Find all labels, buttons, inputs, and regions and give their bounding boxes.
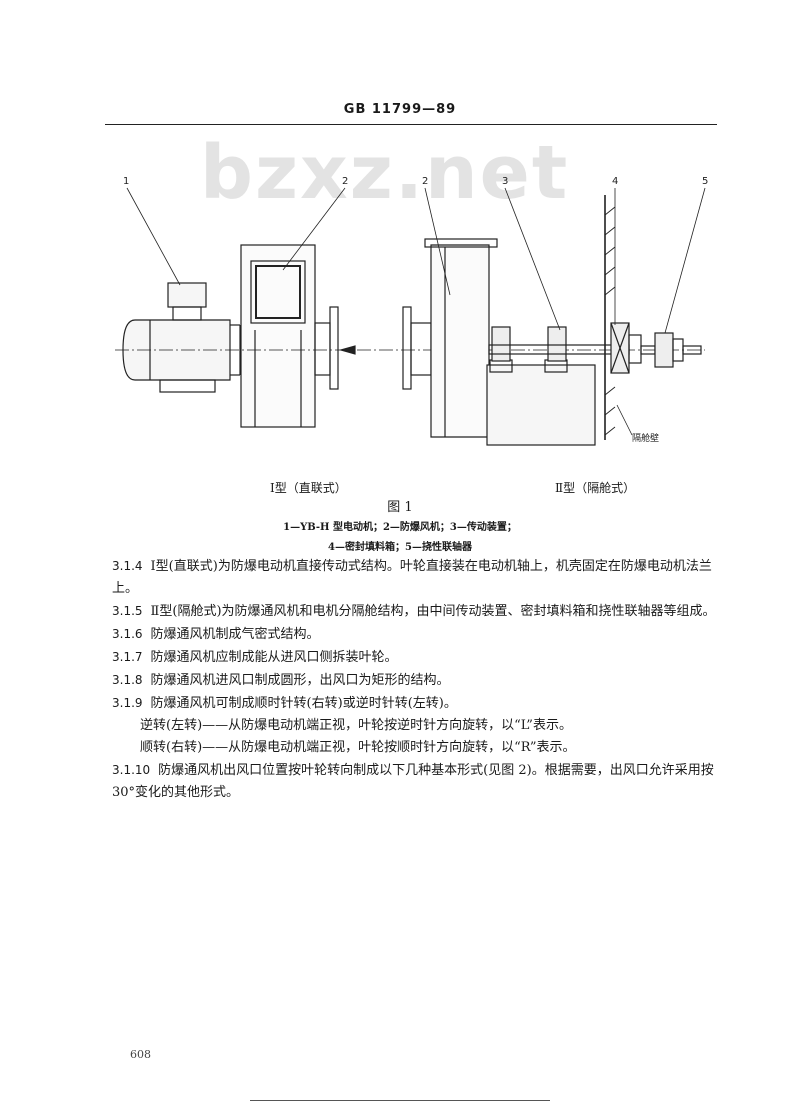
clause-3-1-9-left: 逆转(左转)——从防爆电动机端正视，叶轮按逆时针方向旋转，以“L”表示。 [140,718,572,733]
document-header: GB 11799—89 [343,102,457,117]
clause-3-1-9-right: 顺转(右转)——从防爆电动机端正视，叶轮按顺时针方向旋转，以“R”表示。 [140,740,576,755]
caption-type1: Ⅰ型（直联式） [270,481,347,495]
label-5: 5 [702,176,708,187]
label-2b: 2 [422,176,428,187]
bulkhead-label: 隔舱壁 [632,432,659,444]
fan-housing-type2 [430,244,490,438]
figure-legend-line1: 1—YB-H 型电动机；2—防爆风机；3—传动装置； [283,522,517,533]
header-rule [105,124,717,125]
figure-title: 图 1 [387,500,413,515]
figure-legend-line2: 4—密封填料箱；5—挠性联轴器 [328,542,472,553]
flexible-coupling [654,332,674,368]
transmission-base [486,364,596,446]
bearing-2 [547,326,567,362]
bearing-1 [491,326,511,362]
fan-housing-type1 [240,244,316,428]
label-3: 3 [502,176,508,187]
page-number: 608 [130,1048,151,1061]
label-4: 4 [612,176,618,187]
footer-rule [250,1100,550,1101]
motor-terminal-box [167,282,207,308]
watermark: bzxz.net [200,130,570,216]
fan-diagram: 1 2 2 3 4 5 隔舱壁 [115,176,708,446]
caption-type2: Ⅱ型（隔舱式） [555,481,636,495]
label-2a: 2 [342,176,348,187]
label-1: 1 [123,176,129,187]
